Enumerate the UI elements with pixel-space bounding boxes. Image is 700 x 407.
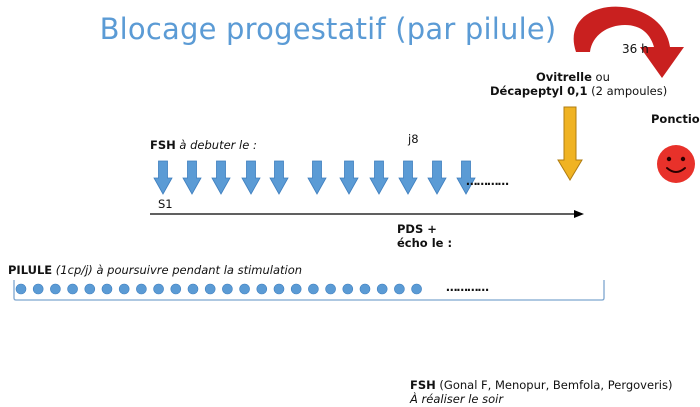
pill-dot [118,283,130,295]
pill-dot [101,283,113,295]
timeline-axis [150,210,584,218]
drug-ovitrelle: Ovitrelle [536,70,592,84]
ponction-label: Ponction [651,112,700,126]
pds-line-2: écho le : [397,236,453,250]
footer-line-2: À réaliser le soir [410,392,504,406]
pilule-bold: PILULE [8,263,53,277]
fsh-injection-arrow [211,160,231,195]
fsh-injection-arrow [269,160,289,195]
fsh-injection-arrow [427,160,447,195]
or-text: ou [591,70,610,84]
fsh-injection-arrow [369,160,389,195]
pill-dot [50,283,61,295]
day-j8-label: j8 [408,132,419,146]
interval-label: 36 h [622,42,649,56]
pill-dot [136,283,147,295]
fsh-arrows [153,160,476,195]
pill-dot [67,283,78,295]
pill-dot [308,283,319,295]
footer-brands: (Gonal F, Menopur, Bemfola, Pergoveris) [435,378,673,392]
trigger-arrow [557,106,583,181]
fsh-injection-arrow [398,160,418,195]
footer-fsh: FSH [410,378,436,392]
smiley-icon [657,145,695,183]
fsh-bold: FSH [150,138,176,152]
fsh-start-label: FSH à debuter le : [150,138,257,152]
pds-line-1: PDS + [397,222,437,236]
pill-dot [170,283,182,295]
arrows-ellipsis: ………… [466,174,509,188]
pill-dot [187,283,199,295]
pill-dot [32,283,44,295]
pill-dot [376,283,388,295]
pill-dot [84,283,96,295]
curved-red-arrow [573,6,684,79]
pilule-instruction: à poursuivre pendant la stimulation [92,263,303,277]
pill-dot [394,283,405,295]
pill-dot [153,283,164,295]
fsh-injection-arrow [339,160,359,195]
drug-decapeptyl: Décapeptyl 0,1 [490,84,588,98]
trigger-line-1: Ovitrelle ou [536,70,610,84]
pill-dot [325,283,336,295]
pilule-dose: (1cp/j) [52,263,93,277]
page-title: Blocage progestatif (par pilule) [99,12,557,46]
pill-dot [204,283,216,295]
dots-ellipsis: ………… [446,280,489,294]
dose-text: (2 ampoules) [587,84,668,98]
pill-dot [290,283,302,295]
pill-dot [256,283,268,295]
fsh-injection-arrow [153,160,173,195]
trigger-line-2: Décapeptyl 0,1 (2 ampoules) [490,84,667,98]
fsh-injection-arrow [241,160,261,195]
fsh-injection-arrow [182,160,202,195]
pilule-label: PILULE (1cp/j) à poursuivre pendant la s… [8,263,302,277]
footer-line-1: FSH (Gonal F, Menopur, Bemfola, Pergover… [410,378,672,392]
pill-dot [239,283,250,295]
pill-dot [411,283,422,295]
fsh-start-italic: à debuter le : [175,138,257,152]
pill-dots [15,283,422,295]
fsh-injection-arrow [456,160,476,195]
day-s1-label: S1 [158,197,173,211]
pill-dot [222,283,233,295]
pill-bracket [13,280,605,301]
pill-dot [15,283,27,295]
pill-dot [359,283,371,295]
fsh-injection-arrow [307,160,327,195]
pill-dot [342,283,354,295]
pill-dot [273,283,285,295]
